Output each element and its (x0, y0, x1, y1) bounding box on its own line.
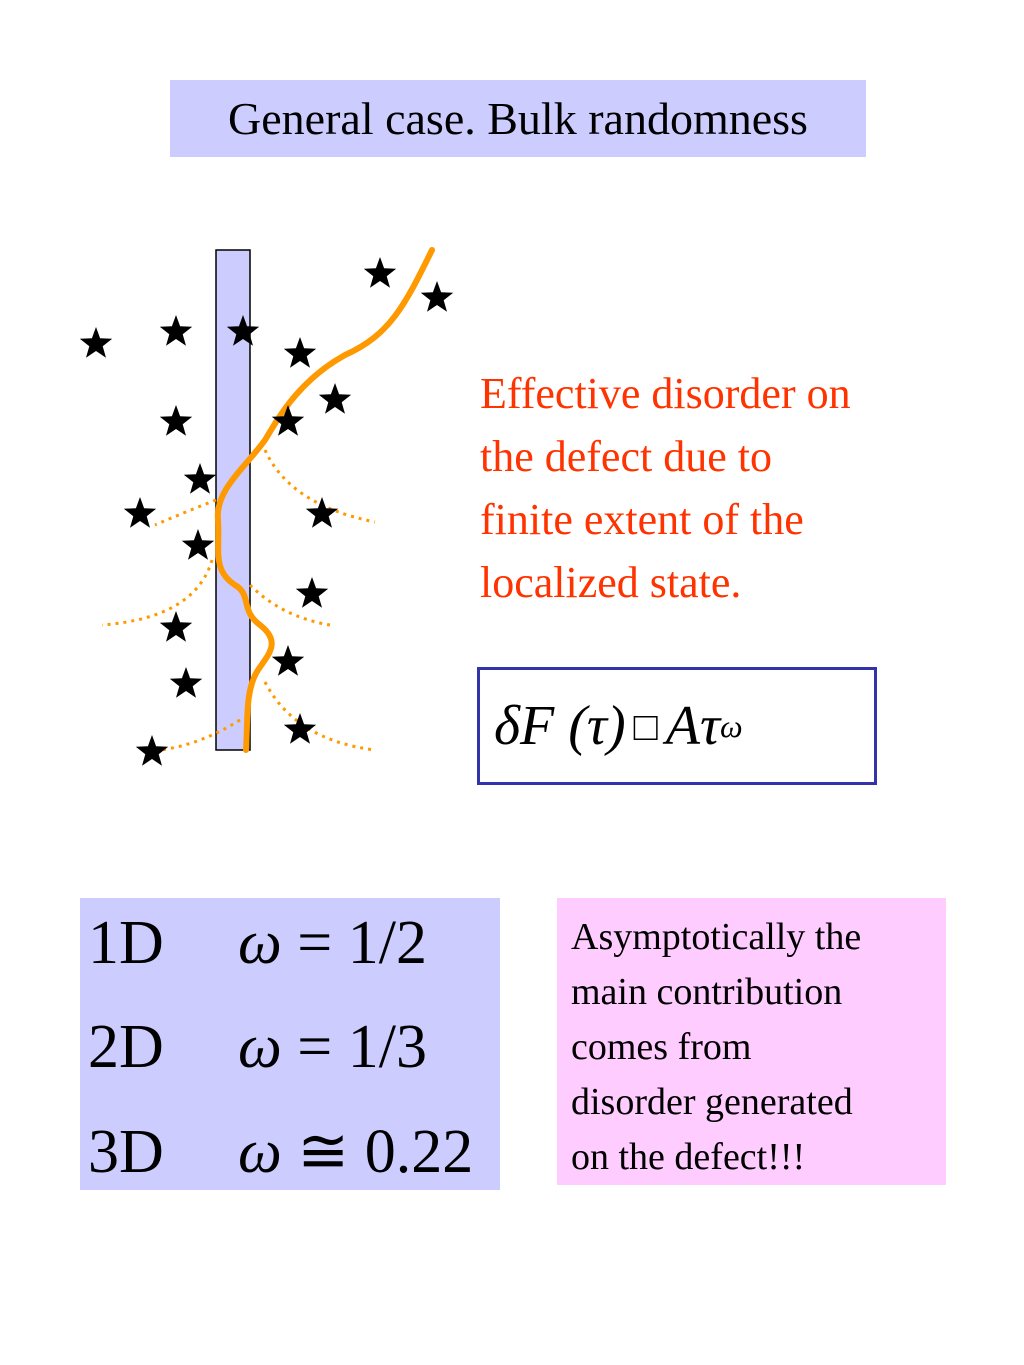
star-icon (283, 337, 317, 368)
formula-argument: (τ) (568, 695, 626, 757)
text-line: the defect due to (480, 432, 772, 481)
title-box: General case. Bulk randomness (170, 80, 866, 157)
note-line: on the defect!!! (571, 1136, 806, 1178)
dotted-curve (101, 559, 214, 627)
dotted-curve (248, 583, 331, 627)
star-icon (226, 315, 260, 346)
dimension-label: 2D (88, 1013, 164, 1081)
note-line: Asymptotically the (571, 916, 862, 958)
exponent-value: 1/3 (347, 1013, 427, 1081)
dimension-row: 2D ω = 1/3 (88, 1012, 427, 1083)
exponent-value: 1/2 (347, 909, 427, 977)
star-icon (283, 713, 317, 744)
star-icon (318, 383, 352, 414)
dotted-curve (263, 681, 376, 752)
star-icon (181, 529, 215, 560)
note-line: main contribution (571, 971, 843, 1013)
formula-tau: τ (699, 695, 721, 757)
text-line: finite extent of the (480, 495, 804, 544)
star-icon (159, 611, 193, 642)
dotted-curve (159, 718, 241, 752)
star-icon (79, 327, 113, 358)
star-icon (159, 315, 193, 346)
relation-symbol: ≅ (297, 1118, 350, 1186)
omega-symbol: ω (238, 909, 282, 977)
note-box: Asymptotically the main contribution com… (557, 898, 946, 1185)
formula-A: A (665, 695, 700, 757)
missing-glyph-symbol: □ (633, 703, 658, 749)
localized-state-path (214, 247, 435, 753)
dimension-label: 3D (88, 1118, 164, 1186)
dotted-curve (154, 498, 217, 527)
formula-F: F (520, 695, 555, 757)
relation-symbol: = (297, 909, 333, 977)
star-icon (169, 667, 203, 698)
star-icon (295, 577, 329, 608)
slide-title: General case. Bulk randomness (228, 92, 808, 144)
text-line: localized state. (480, 558, 742, 607)
note-line: comes from (571, 1026, 752, 1068)
defect-diagram (79, 247, 454, 766)
effective-disorder-text: Effective disorder on the defect due to … (480, 362, 1000, 614)
text-line: Effective disorder on (480, 369, 851, 418)
formula-exponent: ω (720, 707, 743, 744)
note-line: disorder generated (571, 1081, 853, 1123)
star-icon (305, 497, 339, 528)
star-icon (271, 405, 305, 436)
dimension-label: 1D (88, 909, 164, 977)
omega-symbol: ω (238, 1118, 282, 1186)
dimension-row: 3D ω ≅ 0.22 (88, 1114, 473, 1188)
omega-symbol: ω (238, 1013, 282, 1081)
star-icon (135, 735, 169, 766)
star-icon (363, 257, 397, 288)
formula-delta: δ (494, 695, 521, 757)
dimension-exponents-box: 1D ω = 1/2 2D ω = 1/3 3D ω ≅ 0.22 (80, 898, 500, 1190)
star-icon (183, 463, 217, 494)
exponent-value: 0.22 (364, 1118, 474, 1186)
dimension-row: 1D ω = 1/2 (88, 908, 427, 979)
star-icon (123, 497, 157, 528)
impurity-stars (79, 257, 454, 766)
star-icon (271, 645, 305, 676)
relation-symbol: = (297, 1013, 333, 1081)
dotted-curves (101, 449, 376, 752)
star-icon (420, 281, 454, 312)
star-icon (159, 405, 193, 436)
